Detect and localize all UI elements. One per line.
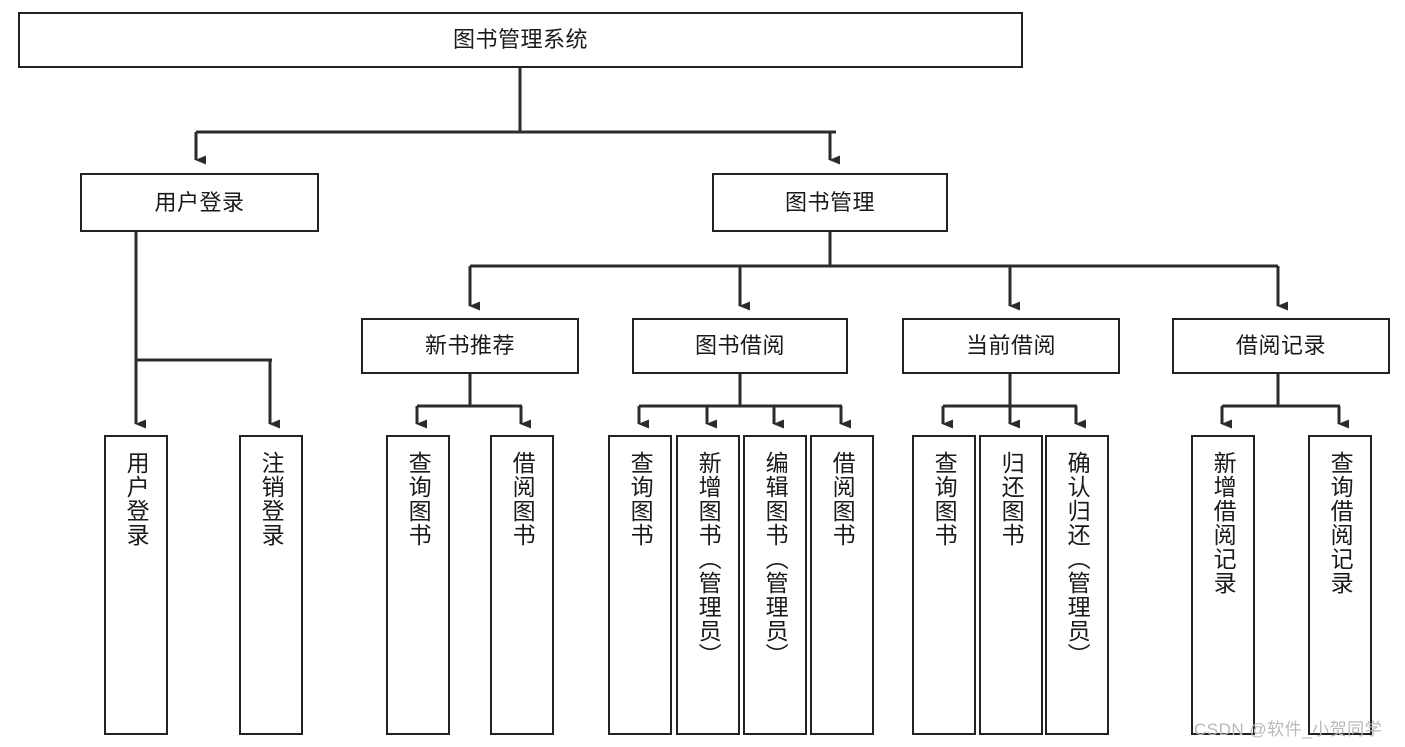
node-label: 注销登录 xyxy=(258,451,285,547)
node-user-login[interactable]: 用户登录 xyxy=(80,173,319,232)
node-label: 图书管理系统 xyxy=(452,27,588,53)
node-new-book-recommend[interactable]: 新书推荐 xyxy=(361,318,579,374)
node-leaf-edit-book-admin[interactable]: 编辑图书（管理员） xyxy=(743,435,807,735)
node-label: 查询借阅记录 xyxy=(1327,451,1354,595)
node-label: 用户登录 xyxy=(154,189,245,215)
node-leaf-query-book-3[interactable]: 查询图书 xyxy=(912,435,976,735)
node-label: 归还图书 xyxy=(998,451,1025,547)
node-leaf-query-book-2[interactable]: 查询图书 xyxy=(608,435,672,735)
node-label: 确认归还（管理员） xyxy=(1064,451,1091,667)
node-label: 用户登录 xyxy=(123,451,150,547)
node-label: 当前借阅 xyxy=(965,333,1056,359)
node-label: 查询图书 xyxy=(627,451,654,547)
node-leaf-borrow-book-2[interactable]: 借阅图书 xyxy=(810,435,874,735)
node-label: 借阅图书 xyxy=(829,451,856,547)
node-label: 新增借阅记录 xyxy=(1210,451,1237,595)
node-label: 查询图书 xyxy=(931,451,958,547)
node-book-borrow[interactable]: 图书借阅 xyxy=(632,318,848,374)
node-leaf-confirm-return-admin[interactable]: 确认归还（管理员） xyxy=(1045,435,1109,735)
node-root-system[interactable]: 图书管理系统 xyxy=(18,12,1023,68)
node-book-manage[interactable]: 图书管理 xyxy=(712,173,948,232)
node-label: 图书管理 xyxy=(784,189,875,215)
node-label: 新增图书（管理员） xyxy=(695,451,722,667)
node-current-borrow[interactable]: 当前借阅 xyxy=(902,318,1120,374)
node-label: 新书推荐 xyxy=(424,333,515,359)
node-leaf-add-book-admin[interactable]: 新增图书（管理员） xyxy=(676,435,740,735)
node-leaf-return-book[interactable]: 归还图书 xyxy=(979,435,1043,735)
node-borrow-record[interactable]: 借阅记录 xyxy=(1172,318,1390,374)
node-label: 图书借阅 xyxy=(694,333,785,359)
node-label: 查询图书 xyxy=(405,451,432,547)
node-leaf-logout-login[interactable]: 注销登录 xyxy=(239,435,303,735)
node-label: 借阅记录 xyxy=(1235,333,1326,359)
node-leaf-user-login[interactable]: 用户登录 xyxy=(104,435,168,735)
node-label: 借阅图书 xyxy=(509,451,536,547)
node-label: 编辑图书（管理员） xyxy=(762,451,789,667)
node-leaf-query-book-1[interactable]: 查询图书 xyxy=(386,435,450,735)
node-leaf-borrow-book-1[interactable]: 借阅图书 xyxy=(490,435,554,735)
node-leaf-add-borrow-record[interactable]: 新增借阅记录 xyxy=(1191,435,1255,735)
node-leaf-query-borrow-record[interactable]: 查询借阅记录 xyxy=(1308,435,1372,735)
